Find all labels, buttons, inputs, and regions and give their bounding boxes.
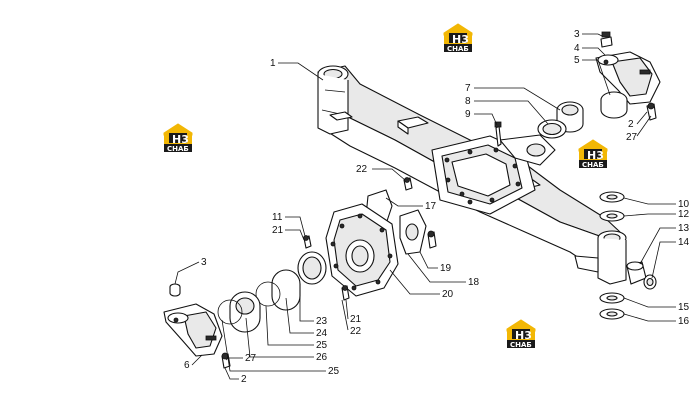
callout-18: 18 — [468, 277, 480, 288]
callout-23: 23 — [316, 316, 328, 327]
callout-21-lower: 21 — [350, 314, 362, 325]
callout-27-lower: 27 — [245, 353, 257, 364]
logo-text: CHAБ — [447, 45, 469, 53]
callout-3-lower: 3 — [201, 257, 207, 268]
logo-h3-left: H3 CHAБ — [163, 123, 193, 153]
callout-14: 14 — [678, 237, 690, 248]
callout-2-top: 2 — [628, 119, 634, 130]
logo-h3-right: H3 CHAБ — [578, 139, 608, 169]
callout-27-top: 27 — [626, 132, 638, 143]
callout-19: 19 — [440, 263, 452, 274]
callout-labels: 1 3 4 5 2 27 7 8 9 22 17 10 12 13 14 15 … — [184, 29, 690, 385]
axle-housing — [317, 65, 627, 285]
callout-21-upper: 21 — [272, 225, 284, 236]
logo-h3-bottom: H3 CHAБ — [506, 319, 536, 349]
callout-4: 4 — [574, 43, 580, 54]
logo-mark: H3 — [172, 133, 189, 146]
callout-11: 11 — [272, 212, 283, 223]
callout-6: 6 — [184, 360, 190, 371]
callout-25-upper: 25 — [316, 340, 328, 351]
logo-text: CHAБ — [167, 145, 189, 153]
bearing-set-upper — [494, 101, 584, 147]
callout-5: 5 — [574, 55, 580, 66]
callout-22-lower: 22 — [350, 326, 362, 337]
callout-9: 9 — [465, 109, 471, 120]
bolt-22-upper — [403, 177, 413, 191]
callout-3-top: 3 — [574, 29, 580, 40]
callout-8: 8 — [465, 96, 471, 107]
logo-mark: H3 — [515, 329, 532, 342]
callout-22-upper: 22 — [356, 164, 368, 175]
callout-12: 12 — [678, 209, 690, 220]
logo-mark: H3 — [452, 33, 469, 46]
right-bushing-set — [599, 191, 657, 320]
callout-25-lower: 25 — [328, 366, 340, 377]
leader-lines — [174, 33, 676, 380]
hub-cover-assembly — [303, 189, 437, 301]
logo-mark: H3 — [587, 149, 604, 162]
callout-1: 1 — [270, 58, 276, 69]
callout-15: 15 — [678, 302, 690, 313]
callout-10: 10 — [678, 199, 690, 210]
logo-text: CHAБ — [582, 161, 604, 169]
callout-2-lower: 2 — [241, 374, 247, 385]
seal-ring-set — [217, 251, 327, 333]
logo-h3-top: H3 CHAБ — [443, 23, 473, 53]
lower-bracket-assembly — [163, 283, 231, 369]
callout-16: 16 — [678, 316, 690, 327]
logo-text: CHAБ — [510, 341, 532, 349]
callout-26: 26 — [316, 352, 328, 363]
callout-20: 20 — [442, 289, 454, 300]
callout-24: 24 — [316, 328, 328, 339]
callout-13: 13 — [678, 223, 690, 234]
top-bracket-assembly — [595, 31, 661, 121]
callout-7: 7 — [465, 83, 471, 94]
callout-17: 17 — [425, 201, 437, 212]
